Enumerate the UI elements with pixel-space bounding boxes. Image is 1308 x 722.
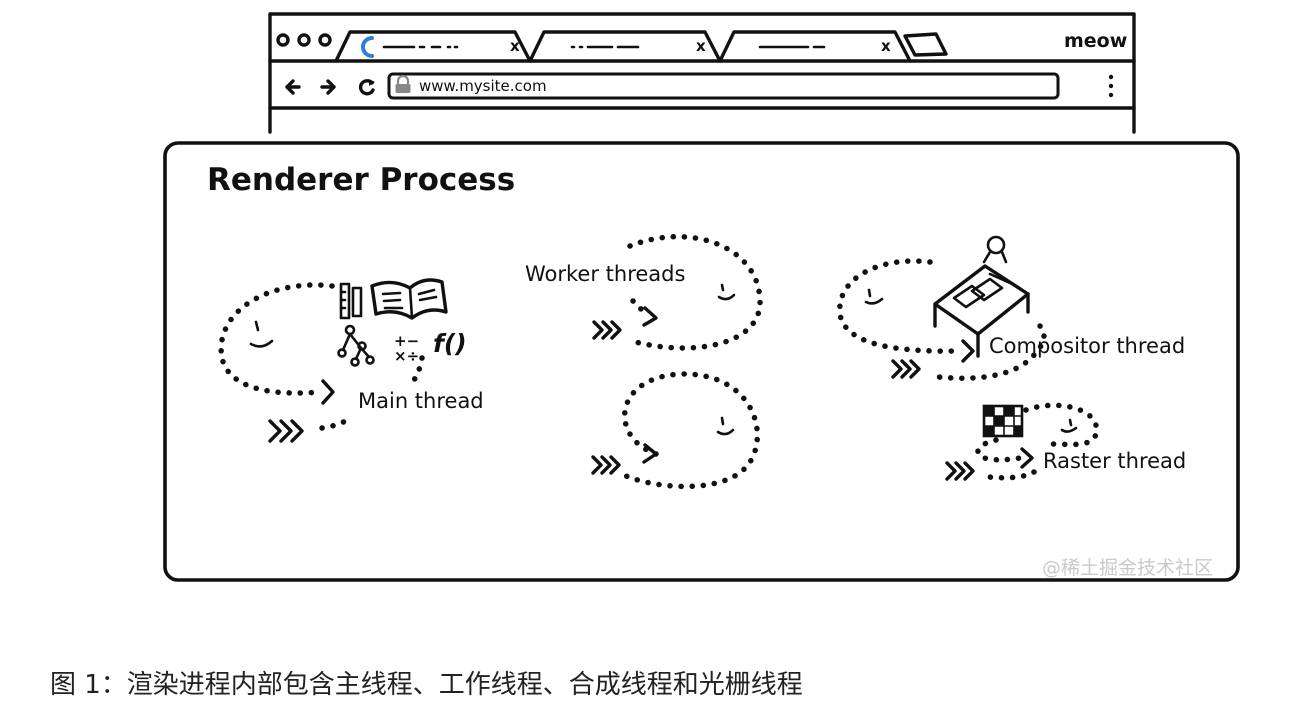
tab-close-icon[interactable]: x [696,37,706,55]
browser-window: x x x meow [268,12,1136,134]
compositor-thread-group: Compositor thread [837,235,1185,381]
renderer-process-title: Renderer Process [207,162,515,198]
browser-brand: meow [1064,30,1127,52]
raster-thread-group: Raster thread [945,402,1186,481]
smiley-face-icon [864,288,884,305]
smiley-face-icon [717,283,736,301]
smiley-face-icon [249,320,274,348]
chevrons-icon [891,359,921,379]
browser-tab-1[interactable]: x [334,30,532,63]
smiley-face-icon [1060,418,1078,433]
raster-thread-label: Raster thread [1043,449,1186,473]
browser-tab-3[interactable]: x [718,30,912,63]
ruler-pencil-icon [339,282,363,320]
tab-close-icon[interactable]: x [510,37,520,55]
main-thread-group: +− ×÷ f() Main thread [218,278,484,443]
tab-close-icon[interactable]: x [881,37,891,55]
forward-arrow-icon[interactable] [320,79,336,95]
lock-icon [395,74,411,93]
compositor-thread-label: Compositor thread [989,334,1185,358]
worker-threads-label: Worker threads [525,262,685,286]
chevrons-icon [592,320,622,340]
address-text[interactable]: www.mysite.com [419,77,547,95]
more-menu-icon[interactable] [1108,74,1114,98]
function-icon: f() [433,329,467,358]
figure-caption: 图 1：渲染进程内部包含主线程、工作线程、合成线程和光栅线程 [50,670,803,700]
renderer-process-box [163,141,1240,582]
address-bar[interactable]: www.mysite.com [387,72,1060,100]
chevrons-icon [945,461,975,481]
new-tab-button[interactable] [903,32,948,57]
raster-grid-icon [982,404,1024,438]
browser-tab-2[interactable]: x [528,30,722,63]
watermark: @稀土掘金技术社区 [1042,557,1213,579]
math-symbols-icon: +− ×÷ [394,332,424,365]
reload-icon[interactable] [358,79,375,96]
back-arrow-icon[interactable] [285,79,301,95]
smiley-face-icon [716,416,735,436]
composite-table-icon [933,235,1030,358]
tree-diagram-icon [337,324,375,367]
worker-thread-group: Worker threads [525,234,763,490]
chevrons-icon [591,455,621,475]
main-thread-label: Main thread [358,389,484,413]
loading-spinner-icon [361,36,374,58]
chevrons-icon [268,419,304,443]
open-book-icon [370,278,448,320]
window-control-icon[interactable] [276,33,332,47]
